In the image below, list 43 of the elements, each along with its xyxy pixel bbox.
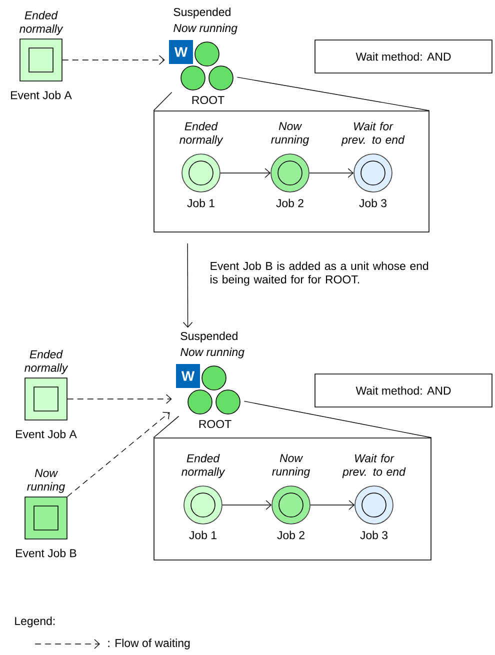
status-label: Ended normally — [20, 10, 64, 36]
arrow — [67, 412, 170, 497]
zoom-line — [153, 92, 172, 111]
status-label: Ended normally — [180, 122, 224, 146]
job-name: Event Job A — [16, 430, 77, 438]
legend-text: : Flow of waiting — [108, 638, 190, 650]
status-label: Now running — [174, 24, 238, 34]
job-name: Job 1 — [187, 198, 214, 208]
status-label: Suspended — [180, 332, 238, 342]
status-label: Now running — [27, 469, 65, 493]
zoom-line — [153, 416, 180, 438]
job-name: Job 2 — [276, 198, 304, 208]
status-label: Ended normally — [24, 350, 68, 374]
arrow — [182, 243, 193, 328]
legend-heading: Legend: — [15, 616, 55, 628]
edge-label: Event Job B is added as a unit whose end is being waited for for ROOT. — [210, 262, 428, 286]
jobnet-name: ROOT — [199, 420, 232, 428]
status-label: Now running — [180, 348, 244, 358]
arrow — [309, 168, 354, 178]
detail-box — [154, 438, 432, 560]
zoom-line — [244, 400, 432, 438]
zoom-line — [236, 76, 430, 111]
arrow — [310, 500, 355, 510]
job-name: Job 3 — [360, 530, 388, 540]
arrow — [62, 55, 165, 65]
arrow — [67, 394, 172, 404]
status-label: Now running — [271, 122, 309, 146]
status-label: Suspended — [174, 8, 230, 18]
status-label: Wait for prev. to end — [342, 454, 406, 478]
job-name: Event Job B — [16, 548, 76, 558]
jobnet-name: ROOT — [192, 96, 224, 104]
wait-method-box: Wait method: AND — [314, 374, 492, 408]
job-name: Job 1 — [189, 530, 216, 540]
arrow — [222, 500, 272, 510]
job-name: Event Job A — [11, 90, 72, 100]
detail-box — [154, 110, 430, 232]
wait-method-box: Wait method: AND — [314, 40, 492, 74]
job-name: Job 2 — [277, 530, 304, 540]
arrow — [220, 168, 271, 178]
status-label: Wait for prev. to end — [341, 122, 405, 146]
status-label: Ended normally — [182, 454, 226, 478]
status-label: Now running — [272, 454, 310, 478]
job-name: Job 3 — [359, 198, 386, 208]
